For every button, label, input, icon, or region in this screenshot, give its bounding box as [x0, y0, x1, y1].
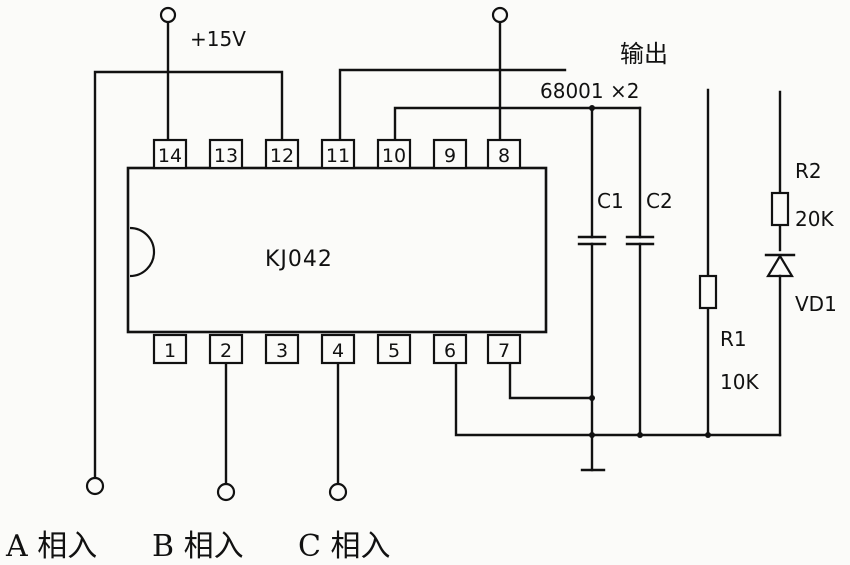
wires	[93, 20, 782, 486]
input-a-terminal	[85, 476, 105, 496]
capacitor-spec-label: 68001 ×2	[540, 79, 639, 103]
pin-3-label: 3	[276, 340, 288, 362]
pin-5-label: 5	[388, 340, 400, 362]
bottom-pins: 1 2 3 4 5 6 7	[152, 333, 522, 365]
ic-label: KJ042	[265, 247, 333, 272]
r1-value-label: 10K	[720, 370, 759, 394]
r2-value-label: 20K	[795, 207, 834, 231]
pin-6-label: 6	[444, 340, 456, 362]
input-b-terminal	[216, 482, 236, 502]
capacitor-c2	[625, 235, 655, 246]
pin-2-label: 2	[220, 340, 232, 362]
output-label: 输出	[620, 40, 668, 68]
pin-13-label: 13	[214, 145, 238, 167]
resistor-r2	[770, 191, 790, 227]
ic-kj042: KJ042	[126, 166, 548, 334]
top-pins: 14 13 12 11 10 9 8	[152, 138, 522, 170]
input-a-label: A 相入	[5, 529, 97, 564]
pin-9-label: 9	[444, 145, 456, 167]
pin-11-label: 11	[326, 145, 350, 167]
diode-vd1	[764, 253, 796, 278]
supply-terminal	[159, 6, 177, 24]
junction-dots	[589, 105, 711, 438]
c2-label: C2	[646, 189, 673, 213]
ic-notch	[129, 226, 156, 278]
c1-label: C1	[597, 189, 624, 213]
output-terminal	[491, 6, 509, 24]
pin-8-label: 8	[498, 145, 510, 167]
capacitor-c1	[577, 235, 607, 246]
pin-4-label: 4	[332, 340, 344, 362]
input-b-label: B 相入	[152, 529, 244, 564]
input-c-label: C 相入	[298, 529, 391, 564]
vd1-label: VD1	[795, 292, 837, 316]
pin-1-label: 1	[164, 340, 176, 362]
pin-12-label: 12	[270, 145, 294, 167]
r2-label: R2	[795, 159, 822, 183]
supply-label: +15V	[190, 27, 246, 51]
resistor-r1	[698, 274, 718, 310]
pin-7-label: 7	[498, 340, 510, 362]
r1-label: R1	[720, 327, 747, 351]
pin-14-label: 14	[158, 145, 182, 167]
pin-10-label: 10	[382, 145, 406, 167]
input-c-terminal	[328, 482, 348, 502]
